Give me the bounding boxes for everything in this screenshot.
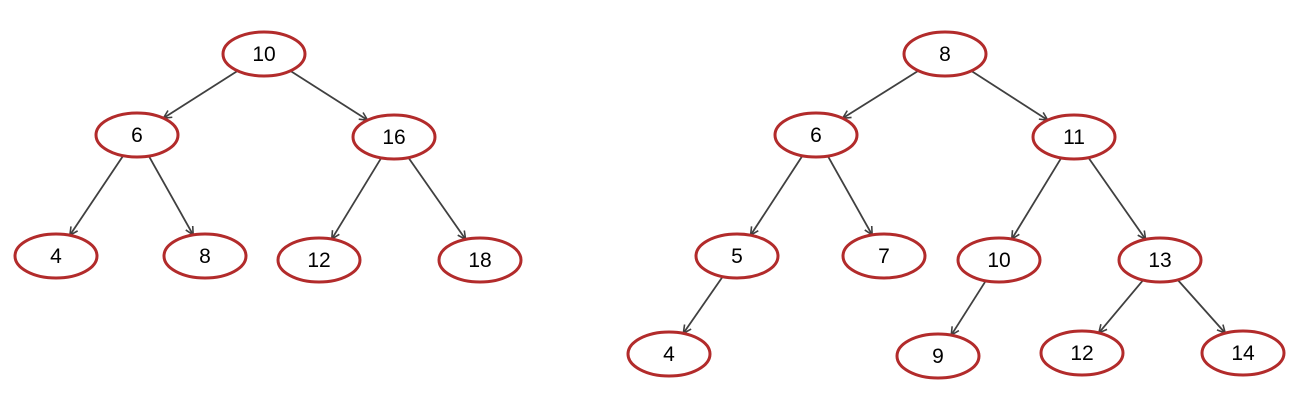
node-ellipse xyxy=(221,30,307,78)
tree-node: 6 xyxy=(94,111,180,159)
edge-16-to-12-tree-left xyxy=(332,157,383,239)
node-ellipse xyxy=(902,30,988,78)
node-label: 10 xyxy=(987,249,1010,272)
tree-node: 8 xyxy=(902,30,988,78)
node-ellipse xyxy=(162,232,248,280)
tree-node: 7 xyxy=(841,232,927,280)
edge-6-to-8-tree-left xyxy=(148,155,193,235)
node-ellipse xyxy=(694,232,780,280)
node-ellipse xyxy=(841,232,927,280)
node-label: 4 xyxy=(663,343,675,366)
node-ellipse xyxy=(773,111,859,159)
node-ellipse xyxy=(1031,113,1117,161)
node-ellipse xyxy=(895,332,981,380)
tree-node: 11 xyxy=(1031,113,1117,161)
node-label: 14 xyxy=(1231,342,1255,365)
node-ellipse xyxy=(1039,329,1125,377)
edge-13-to-12-tree-right xyxy=(1099,279,1144,333)
edge-5-to-4-tree-right xyxy=(683,276,724,334)
nodes-layer: 10 6 16 4 8 12 18 8 6 11 5 7 10 13 4 9 12 14 xyxy=(13,30,1286,380)
node-ellipse xyxy=(956,236,1042,284)
tree-node: 14 xyxy=(1200,329,1286,377)
edge-6-to-5-tree-right xyxy=(751,155,804,235)
node-label: 18 xyxy=(468,249,491,272)
node-ellipse xyxy=(276,236,362,284)
node-label: 7 xyxy=(878,245,890,268)
tree-node: 9 xyxy=(895,332,981,380)
tree-node: 6 xyxy=(773,111,859,159)
node-label: 13 xyxy=(1148,249,1171,272)
tree-node: 13 xyxy=(1117,236,1203,284)
node-ellipse xyxy=(13,232,99,280)
edge-10-to-9-tree-right xyxy=(951,280,987,335)
tree-node: 16 xyxy=(351,113,437,161)
edge-10-to-16-tree-left xyxy=(289,70,367,120)
node-label: 5 xyxy=(731,245,743,268)
node-ellipse xyxy=(94,111,180,159)
node-label: 6 xyxy=(131,124,143,147)
tree-node: 12 xyxy=(276,236,362,284)
tree-node: 4 xyxy=(13,232,99,280)
edge-13-to-14-tree-right xyxy=(1177,279,1226,333)
node-ellipse xyxy=(626,330,712,378)
node-label: 10 xyxy=(252,43,275,66)
edge-6-to-4-tree-left xyxy=(70,155,124,236)
node-label: 9 xyxy=(932,345,944,368)
node-label: 8 xyxy=(939,43,951,66)
node-label: 11 xyxy=(1063,126,1085,149)
node-label: 12 xyxy=(307,249,330,272)
tree-node: 10 xyxy=(956,236,1042,284)
node-label: 12 xyxy=(1070,342,1093,365)
edge-8-to-6-tree-right xyxy=(843,69,919,119)
edge-11-to-10-tree-right xyxy=(1012,157,1063,239)
edges-layer xyxy=(70,69,1226,335)
edge-10-to-6-tree-left xyxy=(163,70,239,118)
node-label: 8 xyxy=(199,245,211,268)
tree-node: 5 xyxy=(694,232,780,280)
tree-node: 4 xyxy=(626,330,712,378)
node-label: 4 xyxy=(50,245,62,268)
node-label: 16 xyxy=(382,126,405,149)
tree-node: 10 xyxy=(221,30,307,78)
tree-node: 18 xyxy=(437,236,523,284)
edge-16-to-18-tree-left xyxy=(407,157,465,240)
tree-node: 12 xyxy=(1039,329,1125,377)
node-ellipse xyxy=(1117,236,1203,284)
node-ellipse xyxy=(437,236,523,284)
tree-node: 8 xyxy=(162,232,248,280)
node-ellipse xyxy=(351,113,437,161)
node-label: 6 xyxy=(810,124,822,147)
edge-11-to-13-tree-right xyxy=(1087,157,1145,240)
edge-8-to-11-tree-right xyxy=(970,70,1047,120)
edge-6-to-7-tree-right xyxy=(827,155,872,235)
node-ellipse xyxy=(1200,329,1286,377)
